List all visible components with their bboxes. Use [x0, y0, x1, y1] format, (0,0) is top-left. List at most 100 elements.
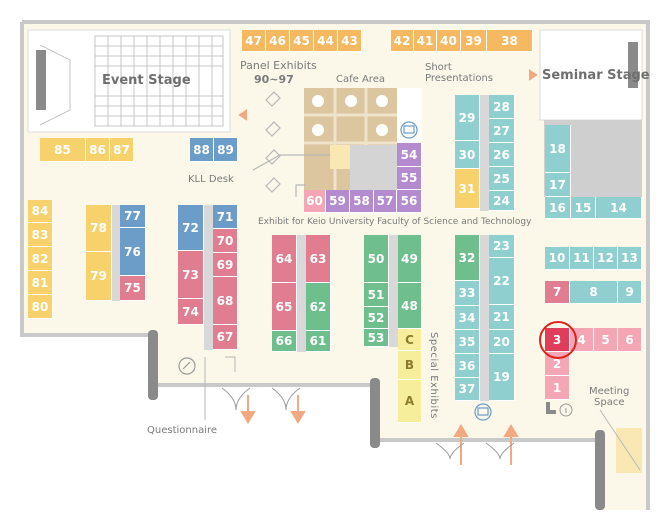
- booth-15[interactable]: 15: [571, 197, 596, 219]
- booth-20[interactable]: 20: [489, 330, 515, 354]
- booth-45[interactable]: 45: [290, 30, 314, 52]
- booth-53[interactable]: 53: [364, 329, 389, 347]
- booth-31[interactable]: 31: [455, 169, 480, 209]
- booth-67[interactable]: 67: [213, 325, 238, 350]
- booth-77[interactable]: 77: [120, 205, 146, 228]
- booth-35[interactable]: 35: [455, 330, 480, 354]
- wall: [22, 20, 650, 510]
- booth-21[interactable]: 21: [489, 305, 515, 330]
- booth-66[interactable]: 66: [272, 331, 297, 352]
- booth-87[interactable]: 87: [110, 138, 134, 162]
- booth-16[interactable]: 16: [545, 197, 571, 219]
- booth-37[interactable]: 37: [455, 378, 480, 401]
- booth-12[interactable]: 12: [594, 247, 618, 270]
- booth-32[interactable]: 32: [455, 235, 480, 281]
- booth-60[interactable]: 60: [304, 190, 326, 213]
- booth-14[interactable]: 14: [596, 197, 642, 219]
- panel-range-label: 90~97: [254, 73, 294, 86]
- booth-19[interactable]: 19: [489, 354, 515, 401]
- booth-27[interactable]: 27: [489, 119, 515, 143]
- booth-17[interactable]: 17: [545, 173, 571, 197]
- booth-72[interactable]: 72: [178, 205, 204, 251]
- booth-83[interactable]: 83: [28, 223, 53, 247]
- booth-59[interactable]: 59: [326, 190, 350, 213]
- booth-24[interactable]: 24: [489, 191, 515, 211]
- booth-6[interactable]: 6: [618, 328, 642, 352]
- booth-65[interactable]: 65: [272, 283, 297, 331]
- booth-38[interactable]: 38: [487, 30, 533, 52]
- booth-56[interactable]: 56: [397, 190, 422, 213]
- booth-10[interactable]: 10: [545, 247, 570, 270]
- booth-39[interactable]: 39: [461, 30, 487, 52]
- booth-C[interactable]: C: [398, 329, 422, 351]
- booth-8[interactable]: 8: [570, 281, 618, 304]
- pillar: [595, 430, 605, 510]
- booth-41[interactable]: 41: [414, 30, 437, 52]
- booth-54[interactable]: 54: [397, 143, 422, 167]
- booth-71[interactable]: 71: [213, 205, 238, 229]
- booth-13[interactable]: 13: [618, 247, 642, 270]
- booth-78[interactable]: 78: [86, 205, 112, 252]
- booth-18[interactable]: 18: [545, 125, 571, 173]
- booth-1[interactable]: 1: [545, 376, 570, 400]
- booth-84[interactable]: 84: [28, 200, 53, 223]
- booth-26[interactable]: 26: [489, 143, 515, 167]
- booth-49[interactable]: 49: [398, 235, 422, 283]
- booth-42[interactable]: 42: [391, 30, 414, 52]
- booth-29[interactable]: 29: [455, 95, 480, 141]
- booth-86[interactable]: 86: [86, 138, 110, 162]
- booth-22[interactable]: 22: [489, 258, 515, 305]
- booth-44[interactable]: 44: [314, 30, 338, 52]
- cafe-area-label: Cafe Area: [336, 74, 385, 85]
- booth-55[interactable]: 55: [397, 167, 422, 190]
- booth-89[interactable]: 89: [214, 138, 238, 162]
- booth-48[interactable]: 48: [398, 283, 422, 329]
- booth-63[interactable]: 63: [306, 235, 331, 283]
- booth-A[interactable]: A: [398, 380, 422, 423]
- faculty-exhibit-label: Exhibit for Keio University Faculty of S…: [258, 217, 532, 227]
- booth-25[interactable]: 25: [489, 167, 515, 191]
- booth-33[interactable]: 33: [455, 281, 480, 306]
- booth-30[interactable]: 30: [455, 141, 480, 169]
- booth-47[interactable]: 47: [242, 30, 266, 52]
- booth-7[interactable]: 7: [545, 281, 570, 304]
- booth-28[interactable]: 28: [489, 95, 515, 119]
- booth-68[interactable]: 68: [213, 277, 238, 325]
- booth-74[interactable]: 74: [178, 299, 204, 325]
- booth-61[interactable]: 61: [306, 331, 331, 352]
- booth-81[interactable]: 81: [28, 271, 53, 295]
- booth-69[interactable]: 69: [213, 253, 238, 277]
- booth-43[interactable]: 43: [338, 30, 362, 52]
- booth-88[interactable]: 88: [190, 138, 214, 162]
- booth-51[interactable]: 51: [364, 283, 389, 307]
- booth-62[interactable]: 62: [306, 283, 331, 331]
- booth-46[interactable]: 46: [266, 30, 290, 52]
- info-icon: [546, 402, 573, 417]
- booth-34[interactable]: 34: [455, 306, 480, 330]
- booth-50[interactable]: 50: [364, 235, 389, 283]
- booth-B[interactable]: B: [398, 351, 422, 380]
- booth-75[interactable]: 75: [120, 276, 146, 301]
- booth-36[interactable]: 36: [455, 354, 480, 378]
- booth-11[interactable]: 11: [570, 247, 594, 270]
- meeting-space: [616, 428, 642, 473]
- booth-70[interactable]: 70: [213, 229, 238, 253]
- booth-5[interactable]: 5: [594, 328, 618, 352]
- booth-73[interactable]: 73: [178, 251, 204, 299]
- booth-64[interactable]: 64: [272, 235, 297, 283]
- booth-23[interactable]: 23: [489, 235, 515, 258]
- booth-40[interactable]: 40: [437, 30, 461, 52]
- event-stage-label: Event Stage: [102, 73, 191, 88]
- booth-79[interactable]: 79: [86, 252, 112, 301]
- booth-9[interactable]: 9: [618, 281, 642, 304]
- booth-82[interactable]: 82: [28, 247, 53, 271]
- booth-57[interactable]: 57: [374, 190, 397, 213]
- table-icon: [312, 95, 388, 136]
- event-stage-platform: [36, 50, 46, 110]
- booth-80[interactable]: 80: [28, 295, 53, 319]
- booth-58[interactable]: 58: [350, 190, 374, 213]
- booth-85[interactable]: 85: [40, 138, 86, 162]
- booth-76[interactable]: 76: [120, 228, 146, 276]
- booth-52[interactable]: 52: [364, 307, 389, 329]
